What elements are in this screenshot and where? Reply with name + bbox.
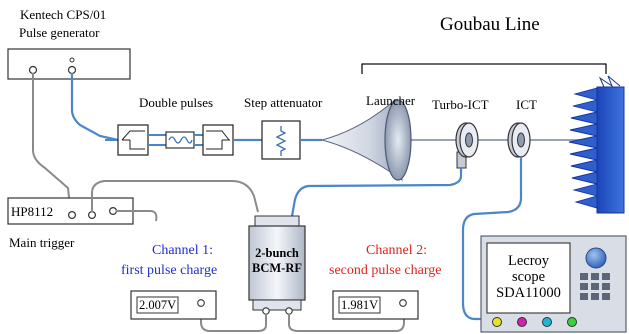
pulse-generator-connector-right [67,65,77,75]
gray-cable-bcm-to-ch2 [288,302,405,332]
bcm-label-line1: 2-bunch [255,246,299,260]
bcm-rf-unit [248,215,306,315]
gray-cable-hp-to-ch1 [116,210,158,222]
scope-input-ch1 [492,317,502,327]
ict-label: ICT [516,97,537,112]
pulse-generator-label-1: Kentech CPS/01 [20,7,107,22]
channel2-label-2: second pulse charge [329,263,442,278]
scope-label: Lecroy scope SDA11000 [487,253,570,301]
rf-absorber [568,75,625,214]
turbo-ict-device [455,122,479,169]
scope-input-ch4 [567,317,577,327]
scope-label-line3: SDA11000 [496,285,561,301]
step-attenuator-label: Step attenuator [244,95,323,110]
channel1-label-2: first pulse charge [121,263,218,278]
blue-cable-generator [70,73,119,142]
scope-label-line1: Lecroy [507,253,550,269]
step-attenuator [261,120,301,160]
hp8112-label: HP8112 [11,204,54,219]
pulse-generator-connector-small [69,57,75,63]
ict-device [507,122,531,158]
launcher-label: Launcher [366,93,416,108]
pulse-generator-label-2: Pulse generator [19,25,100,40]
channel1-readout: 2.007V [139,298,177,312]
scope-label-line2: scope [511,269,545,285]
scope-knob [585,247,607,269]
scope-keypad [580,273,610,300]
pulse-generator-connector-left [28,65,38,75]
gray-cable-bcm-to-ch1 [200,302,267,332]
turbo-ict-label: Turbo-ICT [432,97,489,112]
hp8112-connector-1 [67,211,76,220]
channel1-voltmeter [130,290,217,320]
channel2-label-1: Channel 2: [366,243,428,258]
channel1-label-1: Channel 1: [152,243,214,258]
double-pulses-label: Double pulses [139,95,214,110]
channel2-voltmeter [332,290,419,320]
bcm-label: 2-bunch BCM-RF [251,246,303,276]
main-trigger-label: Main trigger [9,235,75,250]
scope-input-ch2 [517,317,527,327]
blue-cable-turbo-to-bcm [290,168,463,217]
gray-cable-hp-to-bcm [91,180,259,213]
goubau-line-label: Goubau Line [440,14,540,35]
hp8112-connector-3 [108,207,117,216]
launcher-horn [320,98,412,182]
pulse-generator [7,48,131,80]
lecroy-scope [480,235,627,333]
bcm-label-line2: BCM-RF [252,261,302,275]
channel2-readout: 1.981V [341,298,379,312]
goubau-bracket [361,63,607,74]
scope-input-ch3 [542,317,552,327]
hp8112-connector-2 [87,211,96,220]
double-pulse-unit [105,124,234,156]
blue-cable-ict-to-scope [461,157,523,321]
gray-cable-trigger-in [32,73,71,208]
